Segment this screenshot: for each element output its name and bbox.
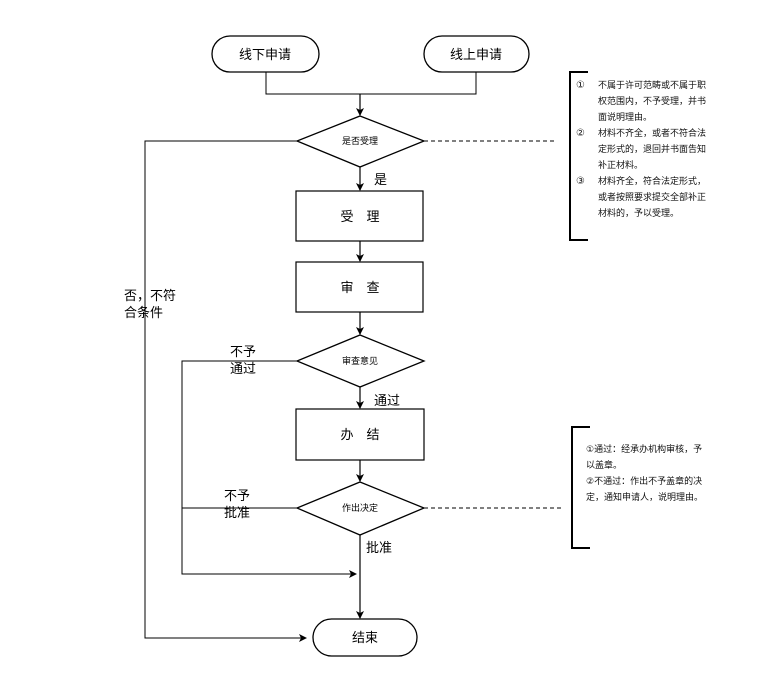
end-terminal[interactable] [312, 618, 418, 657]
review-opinion-label: 审查意见 [342, 355, 378, 367]
edge-label-reject-2: 合条件 [124, 306, 164, 321]
edge-label-not-pass-2: 通过 [230, 362, 257, 377]
note1-item: ③ 材料齐全，符合法定形式，或者按照要求提交全部补正材料的，予以受理。 [576, 174, 712, 222]
handle-box[interactable] [295, 408, 425, 461]
note-decision-outcomes: ①通过：经承办机构审核，予以盖章。 ②不通过：作出不予盖章的决定，通知申请人，说… [586, 442, 704, 506]
note2-bracket [571, 426, 590, 549]
end-label: 结束 [352, 631, 378, 646]
note2-item: ②不通过：作出不予盖章的决定，通知申请人，说明理由。 [586, 477, 704, 503]
note1-bracket [569, 71, 588, 241]
edge-label-reject-1: 否，不符 [124, 289, 177, 304]
note1-item: ① 不属于许可范畴或不属于职权范围内，不予受理，并书面说明理由。 [576, 78, 712, 126]
reject-path [144, 140, 307, 642]
note1-item-text: 材料不齐全，或者不符合法定形式的，退回并书面告知补正材料。 [598, 129, 707, 171]
note1-item-num: ② [576, 128, 585, 139]
accept-decision-label: 是否受理 [342, 135, 378, 147]
note1-item-text: 不属于许可范畴或不属于职权范围内，不予受理，并书面说明理由。 [598, 81, 707, 123]
note1-item-num: ③ [576, 176, 585, 187]
handle-label: 办 结 [340, 428, 379, 443]
online-apply-label: 线上申请 [450, 48, 502, 63]
note1-item-num: ① [576, 80, 585, 91]
merge-connector [265, 72, 477, 95]
review-label: 审 查 [340, 281, 379, 296]
note1-item-text: 材料齐全，符合法定形式，或者按照要求提交全部补正材料的，予以受理。 [598, 177, 707, 219]
note2-item: ①通过：经承办机构审核，予以盖章。 [586, 445, 703, 471]
accept-label: 受 理 [340, 210, 379, 225]
edge-label-yes: 是 [374, 173, 388, 188]
edge-label-not-pass-1: 不予 [230, 345, 257, 360]
note-accept-conditions: ① 不属于许可范畴或不属于职权范围内，不予受理，并书面说明理由。 ② 材料不齐全… [576, 78, 712, 222]
note1-item: ② 材料不齐全，或者不符合法定形式的，退回并书面告知补正材料。 [576, 126, 712, 174]
make-decision-label: 作出决定 [342, 502, 378, 514]
offline-apply-label: 线下申请 [239, 48, 291, 63]
edge-label-pass: 通过 [374, 394, 401, 409]
edge-label-not-approve-2: 批准 [224, 506, 251, 521]
not-pass-path [181, 360, 357, 578]
edge-label-not-approve-1: 不予 [224, 489, 251, 504]
edge-label-approve: 批准 [366, 541, 393, 556]
